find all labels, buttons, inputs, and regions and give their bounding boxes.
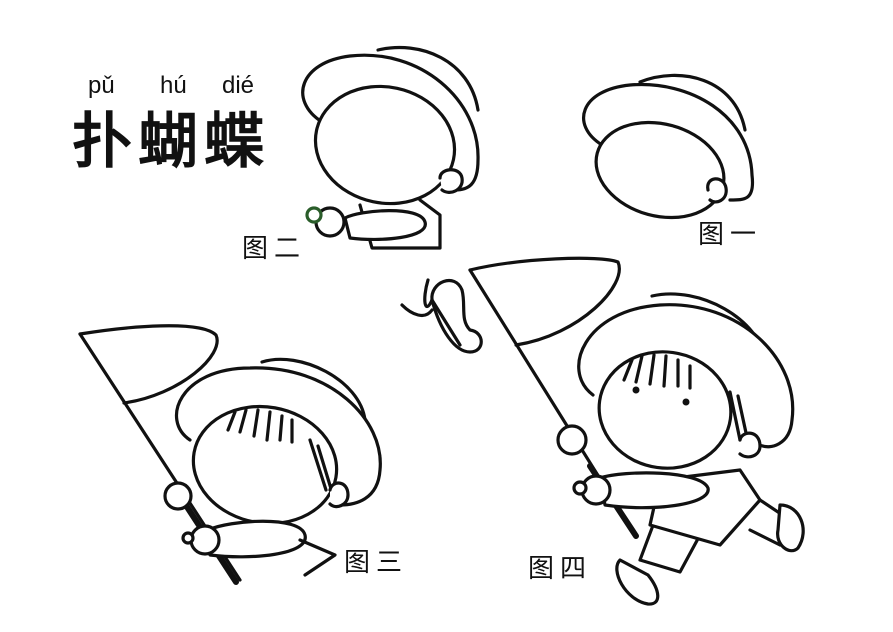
step-2-drawing (301, 45, 480, 250)
step-2-label: 图二 (242, 234, 307, 264)
pinyin-pu: pǔ (88, 72, 115, 99)
step-4-drawing (400, 256, 805, 606)
pinyin-hu: hú (160, 72, 187, 99)
step-1-label: 图一 (698, 220, 763, 250)
page-title: 扑蝴蝶 (72, 107, 270, 177)
pinyin-die: dié (222, 72, 255, 99)
step-3-label: 图三 (344, 548, 409, 578)
butterfly-icon (400, 278, 483, 354)
step-4-label: 图四 (528, 554, 593, 584)
step-3-drawing (78, 324, 382, 585)
step-1-drawing (582, 73, 755, 220)
